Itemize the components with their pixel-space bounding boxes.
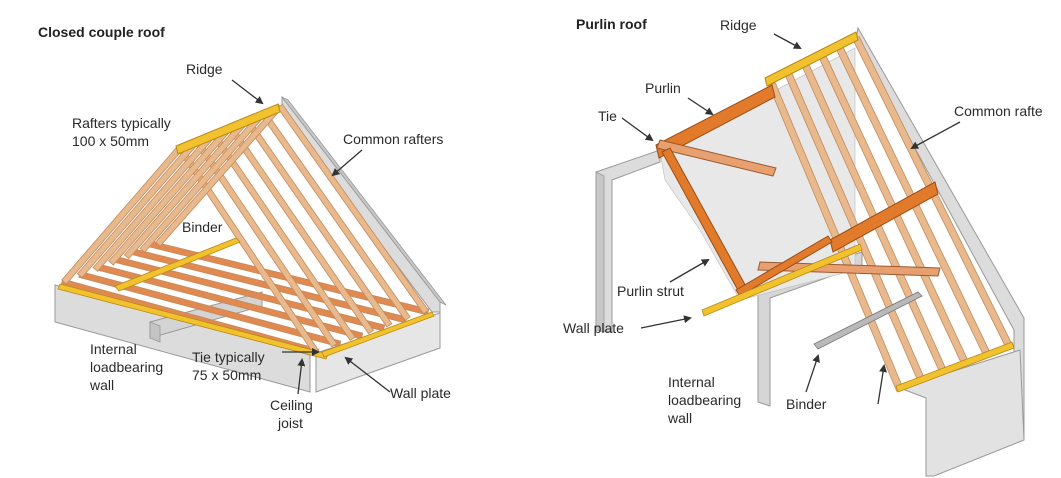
right-ridge-arrow (773, 33, 802, 49)
right-purlin-arrow (687, 97, 714, 116)
left-label-ceiling-1: Ceiling (270, 397, 313, 413)
right-label-tie: Tie (598, 108, 617, 124)
right-common-rafters-arrow (910, 121, 961, 149)
right-label-internal-3: wall (667, 410, 692, 426)
left-label-ridge: Ridge (186, 61, 223, 77)
left-rafter-back (277, 103, 429, 315)
left-label-wall-plate: Wall plate (390, 385, 451, 401)
right-binder-arrow (805, 354, 820, 393)
right-rafter-foot-arrow (877, 364, 888, 405)
left-label-tie-1: Tie typically (192, 349, 265, 365)
right-wall-plate-arrow (640, 315, 692, 329)
left-label-internal-3: wall (89, 377, 114, 393)
left-label-internal-2: loadbearing (90, 359, 163, 375)
right-title: Purlin roof (576, 16, 647, 32)
right-binder (813, 291, 923, 350)
left-binder (114, 237, 241, 292)
left-label-internal-1: Internal (90, 341, 137, 357)
purlin-roof-diagram: Purlin roof Ridge Purlin Tie Common raft… (563, 16, 1043, 477)
right-purlin-strut-2 (735, 235, 833, 297)
right-label-purlin-strut: Purlin strut (617, 283, 684, 299)
right-label-common-rafters: Common rafte (954, 103, 1043, 119)
right-front-wall (898, 349, 1025, 477)
right-left-wall (595, 149, 661, 333)
left-label-tie-2: 75 x 50mm (192, 367, 261, 383)
left-label-ceiling-2: joist (277, 415, 303, 431)
left-rafters (61, 103, 429, 355)
left-common-rafters-arrow (331, 149, 363, 177)
left-ridge-board (175, 103, 281, 155)
right-wall-plate (701, 243, 863, 317)
left-ridge-arrow (231, 79, 264, 105)
left-label-rafters-2: 100 x 50mm (72, 133, 149, 149)
left-wall-plate-arrow (344, 356, 391, 393)
right-tie (656, 139, 777, 177)
right-label-wall-plate: Wall plate (563, 320, 624, 336)
right-label-binder: Binder (786, 396, 827, 412)
left-ceiling-arrow (297, 358, 306, 395)
right-label-internal-2: loadbearing (668, 392, 741, 408)
right-ridge-board (764, 31, 859, 87)
right-tie-arrow (621, 117, 654, 142)
left-title: Closed couple roof (38, 24, 165, 40)
closed-couple-roof-diagram: Closed couple roof Ridge Rafters typical… (38, 24, 451, 431)
right-lower-purlin (829, 181, 939, 253)
right-purlin-strut-arrow (669, 258, 710, 283)
left-wall-plate (57, 283, 329, 360)
right-upper-purlin (655, 84, 776, 159)
right-label-internal-1: Internal (668, 374, 715, 390)
right-label-purlin: Purlin (645, 80, 681, 96)
right-label-ridge: Ridge (720, 17, 757, 33)
left-label-rafters-1: Rafters typically (72, 115, 171, 131)
left-label-common-rafters: Common rafters (343, 131, 443, 147)
left-label-binder: Binder (182, 219, 223, 235)
